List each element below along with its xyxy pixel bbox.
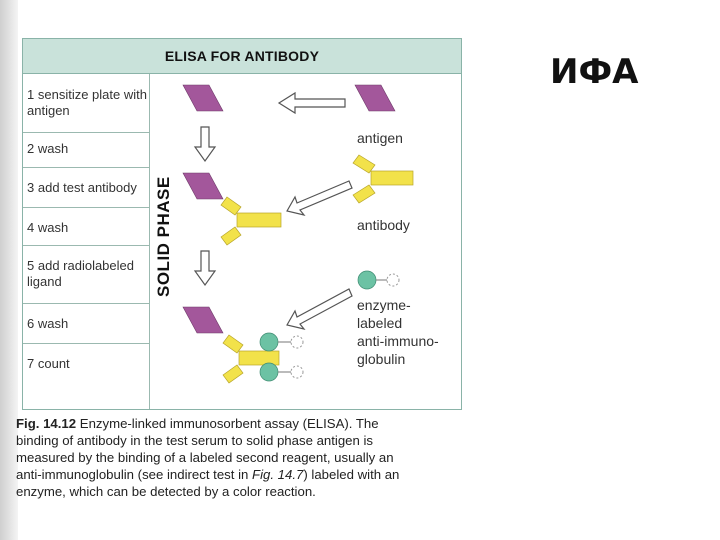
page-edge-shadow — [0, 0, 18, 540]
elisa-diagram — [182, 84, 414, 384]
bound-enzyme-top — [259, 332, 279, 352]
step-text: add radiolabeled ligand — [27, 258, 134, 289]
bound-enzyme-top-dashed — [290, 335, 304, 349]
step-number: 3 — [27, 180, 35, 195]
caption-line-2: binding of antibody in the test serum to… — [16, 433, 374, 448]
bound-antibody-6 — [222, 334, 280, 384]
step-number: 6 — [27, 316, 35, 331]
step-text: wash — [37, 141, 69, 156]
step-number: 4 — [27, 220, 35, 235]
elisa-figure: ELISA FOR ANTIBODY 1 sensitize plate wit… — [22, 38, 462, 410]
label-enzyme-4: globulin — [357, 351, 406, 367]
caption-fig-reference: Fig. 14.7 — [252, 467, 304, 482]
arrow-diagonal-1 — [286, 180, 353, 216]
bound-enzyme-bottom-dashed — [290, 365, 304, 379]
plate-antigen-6 — [182, 306, 224, 334]
caption-line-4-a: anti-immunoglobulin (see indirect test i… — [16, 467, 253, 482]
free-enzyme-dashed — [386, 273, 400, 287]
arrow-left-1 — [277, 91, 346, 115]
arrow-down-1 — [193, 126, 217, 163]
caption-fig-label: Fig. 14.12 — [16, 416, 77, 431]
caption-line-3: measured by the binding of a labeled sec… — [16, 450, 394, 465]
caption-line-4: anti-immunoglobulin (see indirect test i… — [16, 466, 456, 483]
plate-antigen-1 — [182, 84, 224, 112]
bound-antibody-3 — [220, 196, 282, 246]
label-enzyme-3: anti-immuno- — [357, 333, 439, 349]
slide-heading: ИФА — [550, 52, 639, 92]
step-4: 4 wash — [23, 208, 149, 246]
figure-caption: Fig. 14.12 Enzyme-linked immunosorbent a… — [16, 415, 456, 500]
caption-line-5: enzyme, which can be detected by a color… — [16, 484, 316, 499]
figure-title: ELISA FOR ANTIBODY — [164, 48, 320, 64]
caption-line-1-rest: Enzyme-linked immunosorbent assay (ELISA… — [76, 416, 379, 431]
figure-title-bar: ELISA FOR ANTIBODY — [23, 39, 461, 74]
step-5: 5 add radiolabeled ligand — [23, 246, 149, 304]
step-column-divider — [149, 74, 150, 409]
step-number: 1 — [27, 87, 35, 102]
free-antibody — [352, 154, 414, 204]
label-enzyme-1: enzyme- — [357, 297, 411, 313]
step-6: 6 wash — [23, 304, 149, 344]
caption-line-4-b: ) labeled with an — [303, 467, 400, 482]
step-text: wash — [37, 220, 69, 235]
step-text: count — [37, 356, 70, 371]
label-antibody: antibody — [357, 217, 410, 233]
step-text: add test antibody — [37, 180, 137, 195]
step-text: sensitize plate with antigen — [27, 87, 147, 118]
step-number: 7 — [27, 356, 35, 371]
step-text: wash — [37, 316, 69, 331]
bound-enzyme-bottom — [259, 362, 279, 382]
caption-line-1: Fig. 14.12 Enzyme-linked immunosorbent a… — [16, 415, 456, 432]
free-enzyme-label — [357, 270, 377, 290]
step-number: 2 — [27, 141, 35, 156]
step-3: 3 add test antibody — [23, 168, 149, 208]
step-7: 7 count — [23, 344, 149, 384]
arrow-down-2 — [193, 250, 217, 287]
arrow-diagonal-2 — [286, 288, 353, 330]
step-1: 1 sensitize plate with antigen — [23, 83, 149, 133]
free-antigen — [354, 84, 396, 112]
step-number: 5 — [27, 258, 35, 273]
step-2: 2 wash — [23, 133, 149, 168]
plate-antigen-3 — [182, 172, 224, 200]
label-enzyme-2: labeled — [357, 315, 403, 331]
label-antigen: antigen — [357, 130, 403, 146]
